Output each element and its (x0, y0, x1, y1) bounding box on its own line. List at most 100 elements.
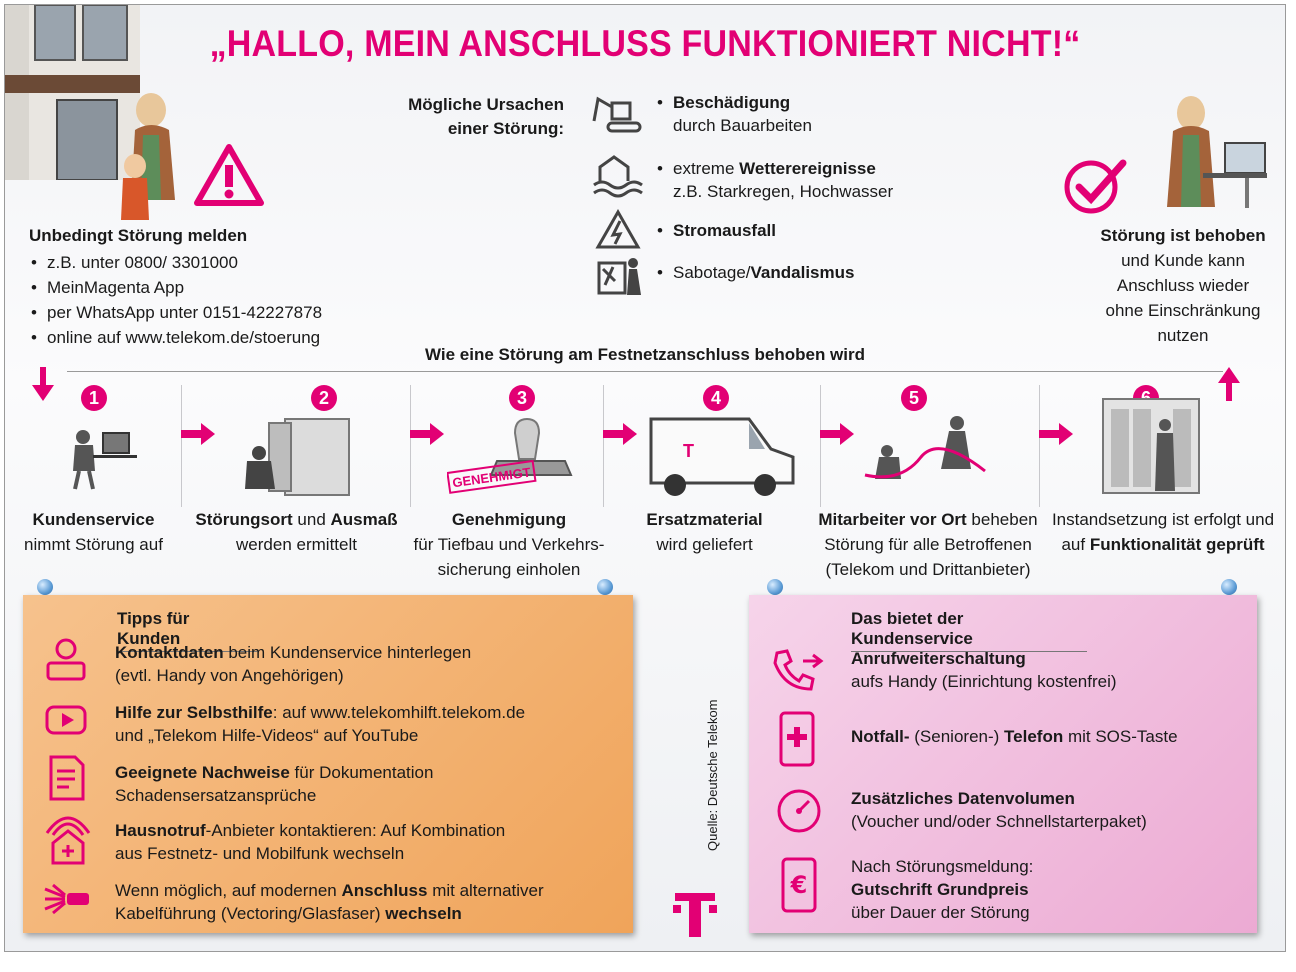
step-line: werden ermittelt (236, 535, 357, 554)
excavator-icon (592, 96, 642, 133)
tip-text: mit alternativer (427, 881, 544, 900)
check-circle-icon (1064, 159, 1127, 214)
sos-phone-icon (779, 711, 815, 767)
step-arrow-icon (410, 423, 444, 445)
svg-text:€: € (790, 871, 808, 899)
step-separator (603, 385, 604, 507)
tips-panel: Tipps für Kunden Kontaktdaten beim Kunde… (23, 595, 633, 933)
cause-title: Vandalismus (750, 263, 855, 282)
high-voltage-icon (595, 209, 641, 249)
pin-icon (597, 579, 613, 595)
cause-detail: z.B. Starkregen, Hochwasser (673, 182, 894, 201)
step-number: 4 (703, 385, 729, 411)
workers-cable-illustration (864, 416, 986, 479)
causes-heading-line2: einer Störung: (447, 119, 564, 138)
resolved-block: Störung ist behoben und Kunde kann Ansch… (1085, 223, 1281, 348)
flood-house-icon (593, 155, 643, 198)
step-connector: und (292, 510, 331, 529)
tip-text: Schadensersatzansprüche (115, 786, 317, 805)
tip-text: Wenn möglich, auf modernen (115, 881, 342, 900)
step-title: Funktionalität geprüft (1089, 535, 1265, 554)
tip-text: beim Kundenservice hinterlegen (223, 643, 472, 662)
arrow-up-icon (1218, 367, 1240, 401)
euro-phone-icon: € (781, 857, 817, 913)
call-center-agent-illustration (73, 430, 137, 490)
step-line: Instandsetzung ist erfolgt und (1051, 510, 1275, 529)
service-heading: Das bietet der Kundenservice (851, 609, 1087, 652)
cause-title: Stromausfall (673, 221, 776, 240)
step-title-2: Ausmaß (330, 510, 398, 529)
step-title: Störungsort (195, 510, 293, 529)
service-title-2: Telefon (1004, 727, 1064, 746)
tip-text: und „Telekom Hilfe-Videos“ auf YouTube (115, 726, 419, 745)
service-item: Nach Störungsmeldung:Gutschrift Grundpre… (851, 855, 1033, 924)
report-item: per WhatsApp unter 0151-42227878 (29, 300, 359, 325)
process-heading: Wie eine Störung am Festnetzanschluss be… (424, 345, 866, 364)
process-rule (67, 371, 1223, 372)
tip-item: Wenn möglich, auf modernen Anschluss mit… (115, 879, 544, 925)
step-title: Ersatzmaterial (646, 510, 763, 529)
step-text: Ersatzmaterial wird geliefert (602, 507, 807, 557)
tip-title: Kontaktdaten (115, 643, 224, 662)
step-number: 2 (311, 385, 337, 411)
step-line: für Tiefbau und Verkehrs- (413, 535, 605, 554)
cause-item: •Beschädigung durch Bauarbeiten (657, 93, 812, 135)
tip-item: Hausnotruf-Anbieter kontaktieren: Auf Ko… (115, 819, 505, 865)
service-text: (Voucher und/oder Schnellstarterpaket) (851, 812, 1147, 831)
tip-title: Hilfe zur Selbsthilfe (115, 703, 273, 722)
cause-pre: extreme (673, 159, 740, 178)
speedometer-icon (777, 789, 821, 833)
service-text: Nach Störungsmeldung: (851, 857, 1034, 876)
service-item: Zusätzliches Datenvolumen(Voucher und/od… (851, 787, 1147, 833)
video-play-icon (45, 705, 87, 735)
step-connector: beheben (966, 510, 1038, 529)
cause-item: •extreme Wetterereignisse z.B. Starkrege… (657, 159, 894, 201)
tip-title: wechseln (385, 904, 462, 923)
family-illustration (121, 93, 175, 220)
step-line: wird geliefert (656, 535, 753, 554)
causes-heading: Mögliche Ursachen einer Störung: (400, 93, 564, 141)
service-text: über Dauer der Störung (851, 903, 1030, 922)
report-fault-block: Unbedingt Störung melden z.B. unter 0800… (29, 223, 359, 350)
service-title: Anrufweiterschaltung (851, 649, 1026, 668)
resolved-line: ohne Einschränkung (1105, 301, 1261, 320)
service-text: mit SOS-Taste (1063, 727, 1178, 746)
pin-icon (1221, 579, 1237, 595)
step-line: sicherung einholen (437, 560, 581, 579)
telekom-logo-icon (673, 893, 717, 937)
step-line: auf (1061, 535, 1090, 554)
tip-text: Kabelführung (Vectoring/Glasfaser) (115, 904, 386, 923)
step-arrow-icon (603, 423, 637, 445)
building-illustration (5, 5, 140, 180)
cause-item: •Sabotage/Vandalismus (657, 263, 855, 282)
tip-text: (evtl. Handy von Angehörigen) (115, 666, 344, 685)
infographic: „HALLO, MEIN ANSCHLUSS FUNKTIONIERT NICH… (4, 4, 1286, 952)
step-separator (1039, 385, 1040, 507)
technician-cabinet-illustration (245, 418, 350, 496)
tip-title: Geeignete Nachweise (115, 763, 290, 782)
tip-item: Hilfe zur Selbsthilfe: auf www.telekomhi… (115, 701, 525, 747)
cause-detail: durch Bauarbeiten (673, 116, 812, 135)
tip-text: : auf www.telekomhilft.telekom.de (272, 703, 526, 722)
step-number: 3 (509, 385, 535, 411)
report-list: z.B. unter 0800/ 3301000 MeinMagenta App… (29, 250, 359, 350)
resolved-line: und Kunde kann (1121, 251, 1245, 270)
tip-text: -Anbieter kontaktieren: Auf Kombination (205, 821, 506, 840)
step-separator (820, 385, 821, 507)
step-separator (181, 385, 182, 507)
tip-text: aus Festnetz- und Mobilfunk wechseln (115, 844, 405, 863)
report-item: MeinMagenta App (29, 275, 359, 300)
step-separator (410, 385, 411, 507)
service-text: (Senioren-) (909, 727, 1005, 746)
exchange-rack-illustration (1102, 398, 1200, 494)
report-heading: Unbedingt Störung melden (29, 226, 248, 245)
tip-text: für Dokumentation (289, 763, 434, 782)
page-title: „HALLO, MEIN ANSCHLUSS FUNKTIONIERT NICH… (209, 23, 1081, 64)
cause-pre: Sabotage/ (673, 263, 751, 282)
tip-title: Anschluss (341, 881, 428, 900)
service-panel: Das bietet der Kundenservice Anrufweiter… (749, 595, 1257, 933)
